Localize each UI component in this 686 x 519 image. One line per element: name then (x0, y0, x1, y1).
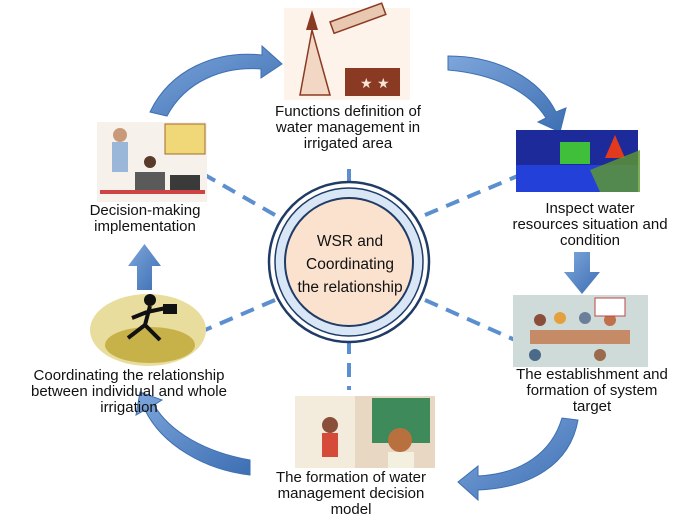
arrow-decision-to-functions (149, 44, 283, 117)
wizard-telescope-picture: ★ ★ (284, 2, 410, 100)
node-inspect-line-3: condition (559, 232, 621, 249)
svg-text:★ ★: ★ ★ (360, 76, 390, 92)
straight-arrows (128, 244, 600, 294)
decision-office-picture (97, 122, 207, 202)
center-line-2: Coordinating (306, 256, 394, 273)
node-target-label: The establishment and formation of syste… (499, 367, 685, 415)
node-model-line-2: management decision (277, 485, 425, 502)
meeting-picture (513, 295, 648, 367)
node-target-line-2: formation of system (526, 382, 658, 399)
node-coordinate-line-2: between individual and whole (31, 383, 227, 400)
node-model-label: The formation of water management decisi… (262, 470, 440, 518)
node-decision-line-2: implementation (94, 218, 196, 235)
connector-inspect (424, 173, 521, 217)
cycle-arrows (135, 44, 579, 502)
center-core (284, 197, 414, 327)
node-model-line-1: The formation of water (275, 469, 427, 486)
node-functions-label: Functions definition of water management… (258, 104, 438, 152)
node-inspect-line-2: resources situation and (512, 216, 668, 233)
node-functions-line-2: water management in (275, 119, 421, 136)
coordinating-picture (90, 294, 206, 366)
connector-decision (204, 173, 276, 217)
arrow-model-to-coordinate (135, 391, 251, 476)
arrow-target-to-model (457, 417, 579, 502)
center-line-1: WSR and (316, 233, 384, 250)
node-decision-line-1: Decision-making (89, 202, 201, 219)
node-coordinate-label: Coordinating the relationship between in… (4, 368, 254, 416)
node-model-line-3: model (330, 501, 372, 518)
node-inspect-label: Inspect water resources situation and co… (498, 201, 682, 249)
center-line-3: the relationship (297, 279, 403, 296)
connector-coordinate (204, 298, 276, 332)
node-inspect-line-1: Inspect water (545, 200, 635, 217)
water-resources-picture (516, 130, 640, 192)
node-target-line-3: target (572, 398, 612, 415)
center-label: WSR and Coordinating the relationship (286, 230, 414, 299)
node-functions-line-1: Functions definition of (275, 103, 421, 120)
connector-target (424, 298, 516, 342)
node-coordinate-line-3: irrigation (100, 399, 158, 416)
decision-model-picture (295, 396, 435, 468)
illustrations: ★ ★ (90, 2, 648, 468)
arrow-inspect-to-target (564, 252, 600, 294)
node-decision-label: Decision-making implementation (70, 203, 220, 235)
arrow-coordinate-to-decision (128, 244, 161, 290)
node-functions-line-3: irrigated area (303, 135, 393, 152)
arrow-functions-to-inspect (447, 55, 567, 133)
dashed-connectors (204, 160, 521, 390)
node-coordinate-line-1: Coordinating the relationship (33, 367, 225, 384)
node-target-line-1: The establishment and (516, 366, 668, 383)
